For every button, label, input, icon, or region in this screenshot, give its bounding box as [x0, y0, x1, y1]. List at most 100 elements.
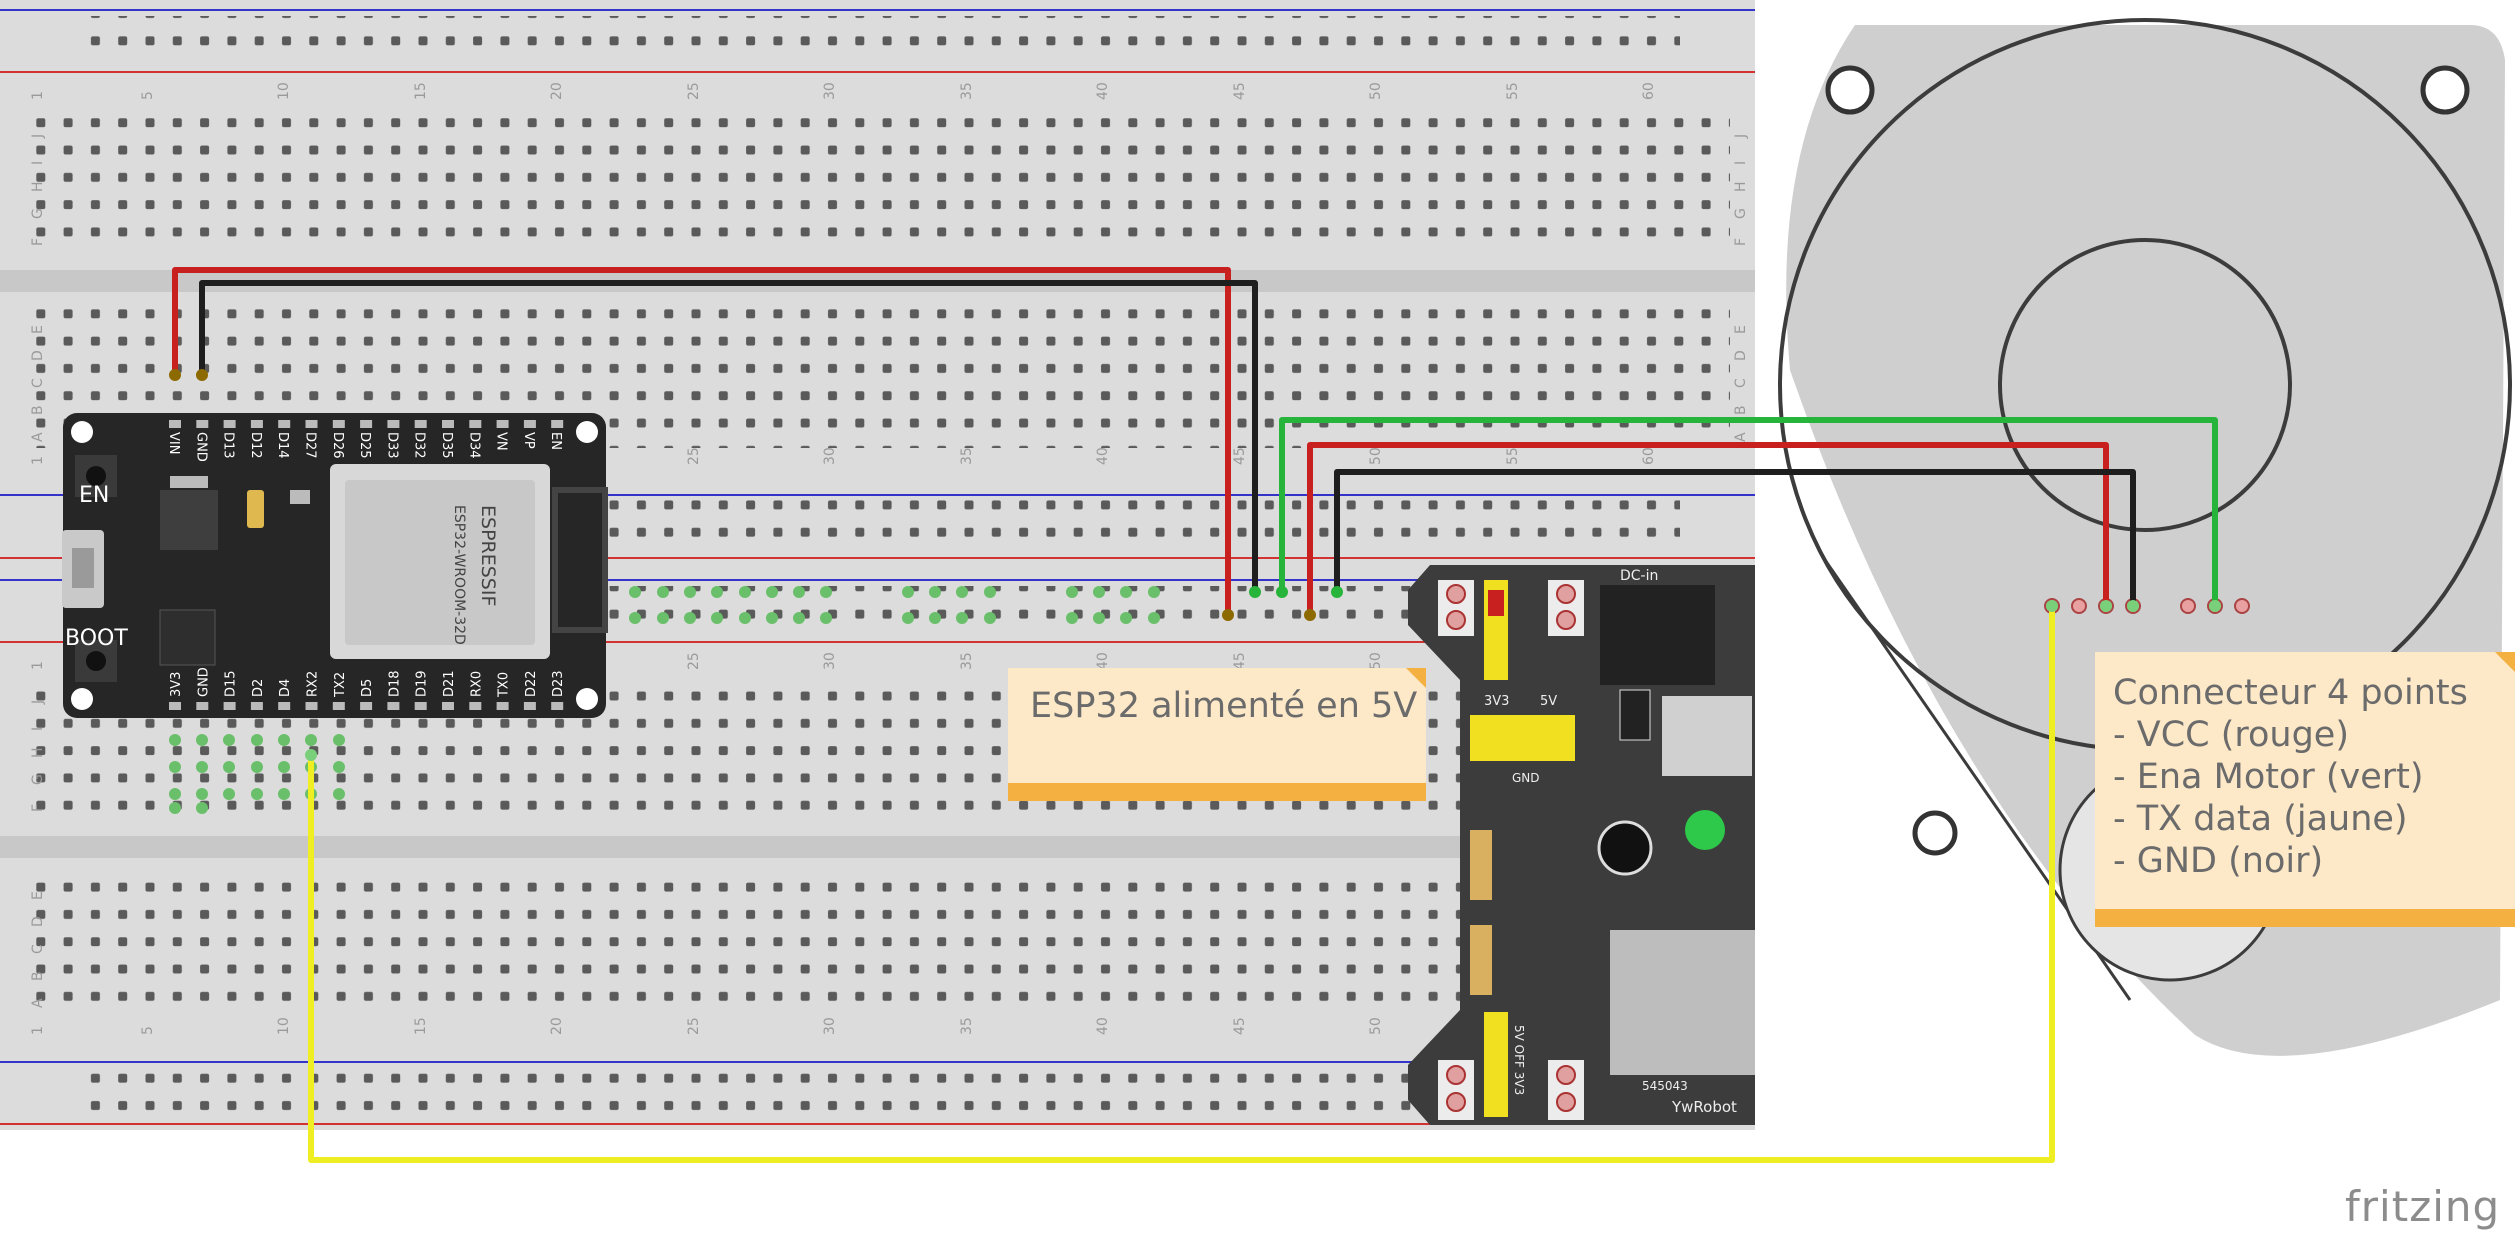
column-number: 30 [822, 82, 838, 100]
esp32-pin [442, 420, 454, 428]
motor-mount-hole [1825, 65, 1875, 115]
esp32-pin-label: D26 [330, 432, 345, 459]
esp32-pin [196, 702, 209, 710]
esp32-pin-label: D32 [412, 432, 427, 459]
column-number: 45 [1232, 447, 1248, 465]
row-letter: J [30, 134, 46, 139]
column-number: 60 [1641, 82, 1657, 100]
esp32-pin [523, 420, 536, 428]
label-gnd: GND [1512, 771, 1540, 785]
esp32-pin-label: D25 [357, 432, 372, 459]
row-letter: J [1733, 134, 1749, 139]
esp32-pin [469, 420, 482, 428]
column-number: 40 [1095, 1017, 1111, 1035]
esp32-pin-label: D33 [384, 432, 399, 459]
label-5v: 5V [1540, 694, 1557, 709]
column-number: 15 [413, 1017, 429, 1035]
esp32-pin-label: D21 [442, 670, 457, 697]
column-number: 45 [1232, 1017, 1248, 1035]
column-number: 50 [1368, 82, 1384, 100]
label-3v3: 3V3 [1484, 694, 1509, 709]
wire-endpoints [169, 369, 2221, 761]
esp32-pin-label: D13 [221, 432, 236, 459]
row-letter: A [30, 432, 46, 442]
esp32-pin-label: GND [196, 667, 211, 697]
fritzing-logo: fritzing [2345, 1182, 2501, 1231]
column-number: 1 [30, 456, 46, 465]
esp32-pin-label: D12 [248, 432, 263, 459]
esp32-pin-label: 3V3 [169, 672, 184, 697]
column-number: 40 [1095, 82, 1111, 100]
dc-jack [1600, 585, 1715, 685]
esp32-pin [496, 702, 509, 710]
note-connector-line-1: - VCC (rouge) [2113, 715, 2349, 755]
wire-red-vin [172, 267, 1231, 615]
row-letter: A [30, 998, 46, 1008]
row-letter: F [30, 804, 46, 812]
esp32-pin-label: D27 [303, 432, 318, 459]
esp32-pin-label: TX2 [333, 672, 348, 698]
esp32-pin-label: D18 [387, 670, 402, 697]
column-number: 40 [1095, 652, 1111, 670]
row-letter: I [30, 161, 46, 165]
column-number: 35 [959, 447, 975, 465]
row-letter: D [30, 916, 46, 927]
module-brand: ESPRESSIF [477, 505, 499, 606]
column-number: 15 [413, 82, 429, 100]
row-letter: F [1733, 238, 1749, 246]
esp32-pin [469, 702, 482, 710]
esp32-pin-label: D23 [551, 670, 566, 697]
esp32-pin-label: D22 [524, 670, 539, 697]
note-connector-title: Connecteur 4 points [2113, 673, 2468, 713]
esp32-pin [223, 420, 236, 428]
row-letter: F [30, 238, 46, 246]
note-esp32-text: ESP32 alimenté en 5V [1030, 686, 1418, 726]
esp32-pin [332, 702, 345, 710]
esp32-pin [196, 420, 209, 428]
esp32-pin [387, 420, 400, 428]
wire-black-motor-gnd [1334, 469, 2136, 606]
wire-black-gnd [199, 280, 1258, 592]
column-number: 35 [959, 82, 975, 100]
esp32-pin [332, 420, 345, 428]
esp32-pin [414, 702, 427, 710]
esp32-pin-label: D35 [439, 432, 454, 459]
esp32-pin-label: TX0 [497, 672, 512, 698]
row-letter: H [30, 181, 46, 192]
column-number: 45 [1232, 82, 1248, 100]
esp32-pin [496, 420, 509, 428]
esp32-pin [442, 702, 454, 710]
row-letter: I [30, 727, 46, 731]
esp32-pin [223, 702, 236, 710]
row-letter: B [1733, 405, 1749, 415]
column-number: 50 [1368, 652, 1384, 670]
esp32-pin-label: D14 [275, 432, 290, 459]
column-number: 25 [686, 82, 702, 100]
button-boot-label: BOOT [65, 626, 128, 651]
row-letter: G [30, 208, 46, 219]
esp32-pin [169, 702, 181, 710]
column-number: 50 [1368, 1017, 1384, 1035]
column-number: 1 [30, 1026, 46, 1035]
esp32-pin-label: D2 [251, 679, 266, 697]
note-connector-line-2: - Ena Motor (vert) [2113, 757, 2424, 797]
row-letter: D [30, 350, 46, 361]
row-letter: E [30, 325, 46, 334]
column-number: 30 [822, 652, 838, 670]
row-letter: C [30, 944, 46, 954]
esp32-pin-label: D4 [278, 679, 293, 697]
motor-mount-hole [2420, 65, 2470, 115]
module-part-number: 545043 [1642, 1079, 1688, 1093]
column-number: 25 [686, 1017, 702, 1035]
esp32-pin [305, 420, 318, 428]
row-letter: E [1733, 325, 1749, 334]
row-letter: J [30, 700, 46, 705]
esp32-pin [360, 420, 373, 428]
esp32-pin-label: RX0 [469, 671, 484, 697]
row-letter: H [1733, 181, 1749, 192]
column-number: 35 [959, 1017, 975, 1035]
note-esp32 [1008, 668, 1426, 801]
esp32-pin-label: VIN [166, 432, 181, 454]
